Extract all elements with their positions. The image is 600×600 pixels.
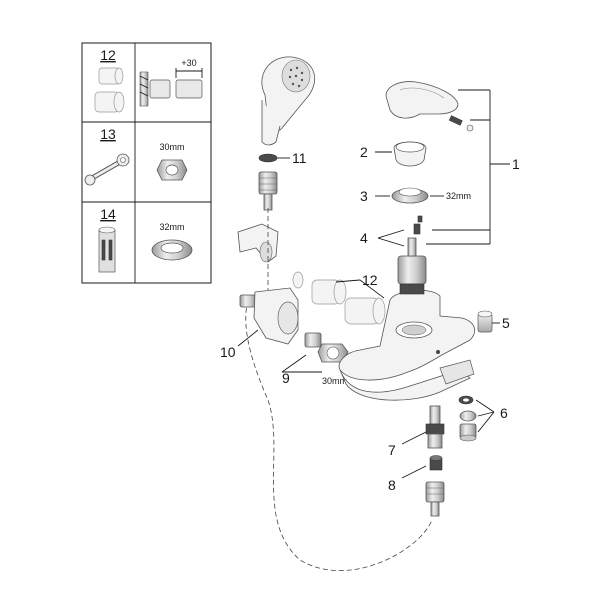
shower-wall-holder (237, 223, 279, 263)
handle-screws (448, 115, 474, 132)
hex-nut-icon (156, 159, 188, 181)
check-valve-icon (94, 67, 125, 113)
leader-line (359, 279, 385, 299)
callout-8: 8 (388, 477, 396, 493)
leader-line (477, 411, 495, 433)
lever-handle (385, 81, 459, 119)
flow-cap (477, 310, 493, 333)
callout-1: 1 (512, 156, 520, 172)
eccentric-connector (304, 332, 349, 363)
leader-line (237, 329, 259, 347)
inset-spare-parts-table: 12 13 14 +30 30m (81, 42, 212, 284)
callout-9: 9 (282, 370, 290, 386)
inset-dimension-label: +30 (181, 58, 196, 68)
leader-line (401, 465, 427, 479)
inset-row-number: 13 (100, 126, 116, 142)
leader-line (377, 229, 405, 239)
inset-row-number: 12 (100, 47, 116, 63)
callout-12: 12 (362, 272, 378, 288)
leader-line (335, 279, 361, 283)
wrench-icon (84, 153, 130, 186)
check-valves (292, 271, 386, 325)
inset-dimension-label: 32mm (159, 222, 184, 232)
callout-4: 4 (360, 230, 368, 246)
callout-7: 7 (388, 442, 396, 458)
nut-dimension-label: 30mm (322, 376, 347, 386)
cartridge-nut (391, 187, 429, 204)
threaded-ring-icon (151, 239, 193, 261)
mixer-body (338, 289, 476, 401)
callout-bracket-1 (426, 89, 510, 245)
shower-washer (258, 153, 278, 163)
callout-2: 2 (360, 144, 368, 160)
callout-5: 5 (502, 315, 510, 331)
hose-connector (258, 171, 278, 211)
cartridge (397, 215, 427, 295)
diverter-cartridge (425, 405, 445, 449)
inset-dimension-label: 30mm (159, 142, 184, 152)
leader-line (475, 399, 495, 413)
hose-path (245, 208, 433, 571)
callout-3: 3 (360, 188, 368, 204)
callout-10: 10 (220, 344, 236, 360)
callout-6: 6 (500, 405, 508, 421)
nut-dimension-label: 32mm (446, 191, 471, 201)
leader-line (401, 431, 427, 445)
aerator-set (458, 395, 477, 442)
callout-11: 11 (292, 150, 307, 166)
handle-cover (393, 141, 427, 167)
hand-shower (261, 56, 315, 146)
leader-line (281, 354, 307, 373)
leader-line (377, 237, 405, 247)
wall-elbow (239, 287, 299, 345)
extension-tool-icon (98, 226, 116, 273)
hose-nut-lower (425, 481, 445, 517)
leader-line (477, 411, 495, 417)
diverter-knob (429, 455, 443, 471)
check-valve-install-icon (139, 68, 203, 107)
inset-row-number: 14 (100, 206, 116, 222)
